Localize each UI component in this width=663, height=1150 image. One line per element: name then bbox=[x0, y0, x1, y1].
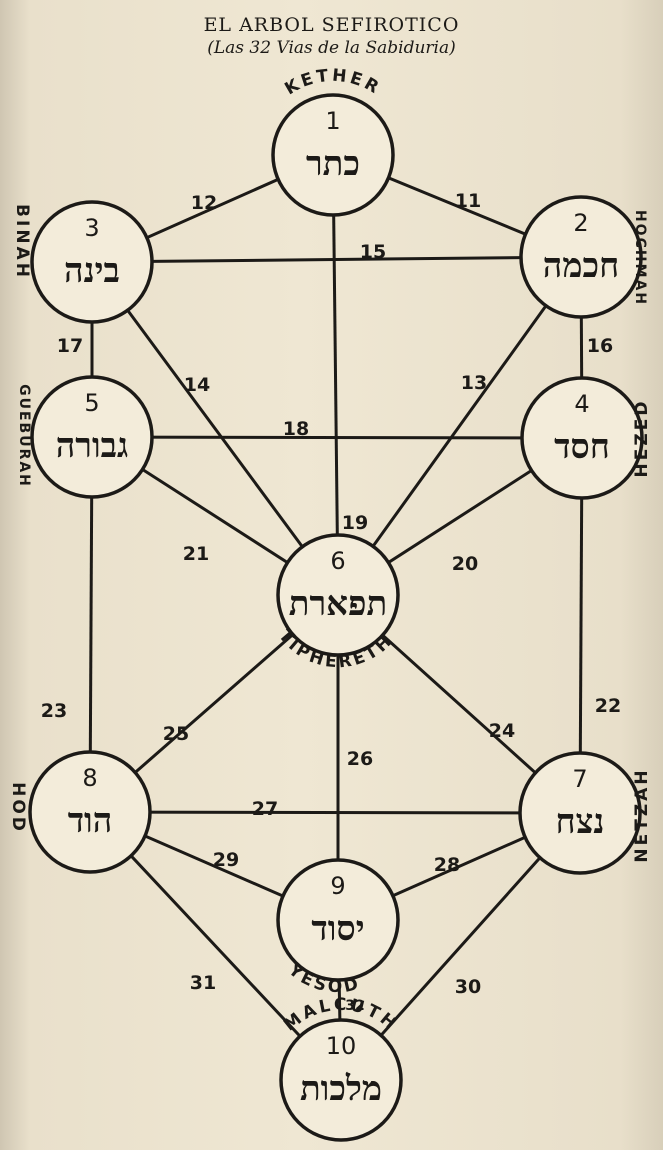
path-number-21: 21 bbox=[183, 543, 209, 565]
path-number-32: 32 bbox=[345, 998, 364, 1014]
sephirah-4: 4 חסד HEZED bbox=[520, 376, 652, 500]
path-number-27: 27 bbox=[252, 798, 278, 820]
path-line-22 bbox=[578, 437, 584, 814]
sephirah-circle-1 bbox=[271, 93, 395, 217]
path-line-19 bbox=[331, 154, 340, 596]
sephirah-number-7: 7 bbox=[572, 765, 587, 793]
path-number-31: 31 bbox=[190, 972, 216, 994]
sephirah-number-9: 9 bbox=[330, 872, 345, 900]
sephirah-3: 3 בינה BINAH bbox=[12, 200, 154, 324]
path-number-11: 11 bbox=[455, 190, 481, 212]
sephirah-number-1: 1 bbox=[325, 107, 340, 135]
sephirah-number-10: 10 bbox=[326, 1032, 357, 1060]
path-number-28: 28 bbox=[434, 854, 460, 876]
path-number-22: 22 bbox=[595, 695, 621, 717]
path-number-17: 17 bbox=[57, 335, 83, 357]
sephirah-2: 2 חכמה HOCHMAH bbox=[519, 195, 648, 319]
sephirah-circle-6 bbox=[276, 533, 400, 657]
sephirah-8: 8 הוד HOD bbox=[8, 750, 152, 874]
path-number-19: 19 bbox=[342, 512, 368, 534]
path-number-16: 16 bbox=[587, 335, 613, 357]
path-number-15: 15 bbox=[360, 241, 386, 263]
path-number-23: 23 bbox=[41, 700, 67, 722]
sephirah-5: 5 גבורה GUEBURAH bbox=[16, 375, 154, 499]
sephirah-name-8: HOD bbox=[8, 782, 28, 834]
path-line-14 bbox=[90, 261, 340, 596]
path-line-23 bbox=[88, 436, 94, 813]
diagram-title: EL ARBOL SEFIROTICO bbox=[203, 14, 460, 36]
sephirah-name-7: NETZAH bbox=[632, 767, 652, 862]
path-number-24: 24 bbox=[489, 720, 515, 742]
path-number-29: 29 bbox=[213, 849, 239, 871]
sephirah-number-8: 8 bbox=[82, 764, 97, 792]
sephirah-circle-10 bbox=[279, 1018, 403, 1142]
path-line-27 bbox=[89, 810, 581, 815]
sephirah-name-2: HOCHMAH bbox=[632, 210, 648, 306]
sephirah-circle-4 bbox=[520, 376, 644, 500]
sephirah-hebrew-9: יסוד bbox=[311, 909, 364, 949]
sephirah-number-6: 6 bbox=[330, 547, 345, 575]
sephirah-hebrew-8: הוד bbox=[68, 801, 113, 841]
path-number-20: 20 bbox=[452, 553, 478, 575]
sephirah-number-5: 5 bbox=[84, 389, 99, 417]
sephirah-circle-8 bbox=[28, 750, 152, 874]
path-number-30: 30 bbox=[455, 976, 481, 998]
sephirah-hebrew-5: גבורה bbox=[56, 426, 129, 466]
path-number-18: 18 bbox=[283, 418, 309, 440]
sephirah-number-4: 4 bbox=[574, 390, 589, 418]
sephirah-name-5: GUEBURAH bbox=[16, 384, 32, 488]
sephirah-circle-5 bbox=[30, 375, 154, 499]
sephirah-number-3: 3 bbox=[84, 214, 99, 242]
path-line-15 bbox=[91, 255, 582, 264]
diagram-subtitle: (Las 32 Vias de la Sabiduria) bbox=[207, 38, 456, 58]
path-number-12: 12 bbox=[191, 192, 217, 214]
sephirah-circle-9 bbox=[276, 858, 400, 982]
path-line-13 bbox=[336, 256, 583, 596]
sephirah-circle-7 bbox=[518, 751, 642, 875]
sephirah-7: 7 נצח NETZAH bbox=[518, 751, 652, 875]
path-labels-layer: 1112131415161718192021222324252627282930… bbox=[41, 190, 621, 1014]
sephirah-hebrew-2: חכמה bbox=[543, 246, 619, 286]
path-number-14: 14 bbox=[184, 374, 210, 396]
sephirah-hebrew-3: בינה bbox=[64, 251, 120, 291]
sephirah-circle-2 bbox=[519, 195, 643, 319]
sephirah-hebrew-1: כתר bbox=[306, 144, 360, 184]
sephirah-hebrew-4: חסד bbox=[554, 427, 610, 467]
sephirah-number-2: 2 bbox=[573, 209, 588, 237]
path-number-13: 13 bbox=[461, 372, 487, 394]
sephirah-name-4: HEZED bbox=[632, 399, 652, 478]
sephirah-name-3: BINAH bbox=[12, 204, 32, 280]
sephirah-hebrew-10: מלכות bbox=[300, 1069, 382, 1109]
sephirah-hebrew-6: תפארת bbox=[289, 584, 388, 624]
path-number-26: 26 bbox=[347, 748, 373, 770]
sephirah-hebrew-7: נצח bbox=[556, 802, 605, 842]
sephirah-circle-3 bbox=[30, 200, 154, 324]
path-number-25: 25 bbox=[163, 723, 189, 745]
